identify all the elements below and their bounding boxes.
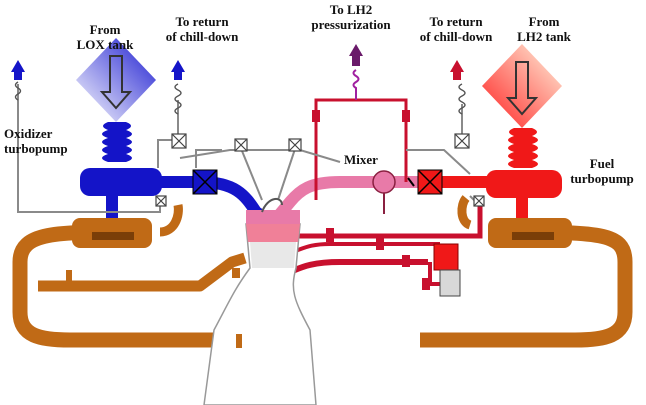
fuel-turbopump — [482, 44, 572, 248]
duct-flanges — [66, 268, 242, 348]
inline-valves — [312, 110, 430, 290]
pressurization-bellows — [352, 69, 360, 100]
oxidizer-turbopump — [72, 38, 162, 248]
fuel-main-line — [275, 169, 488, 218]
gas-generator — [433, 243, 459, 271]
bleed-valves — [155, 133, 485, 207]
gas-generator-igniter — [439, 269, 461, 297]
mixer-label: Mixer — [344, 152, 378, 167]
vent-arrows — [11, 44, 464, 80]
combustion-chamber — [203, 198, 317, 405]
vent-bellows — [14, 81, 466, 115]
